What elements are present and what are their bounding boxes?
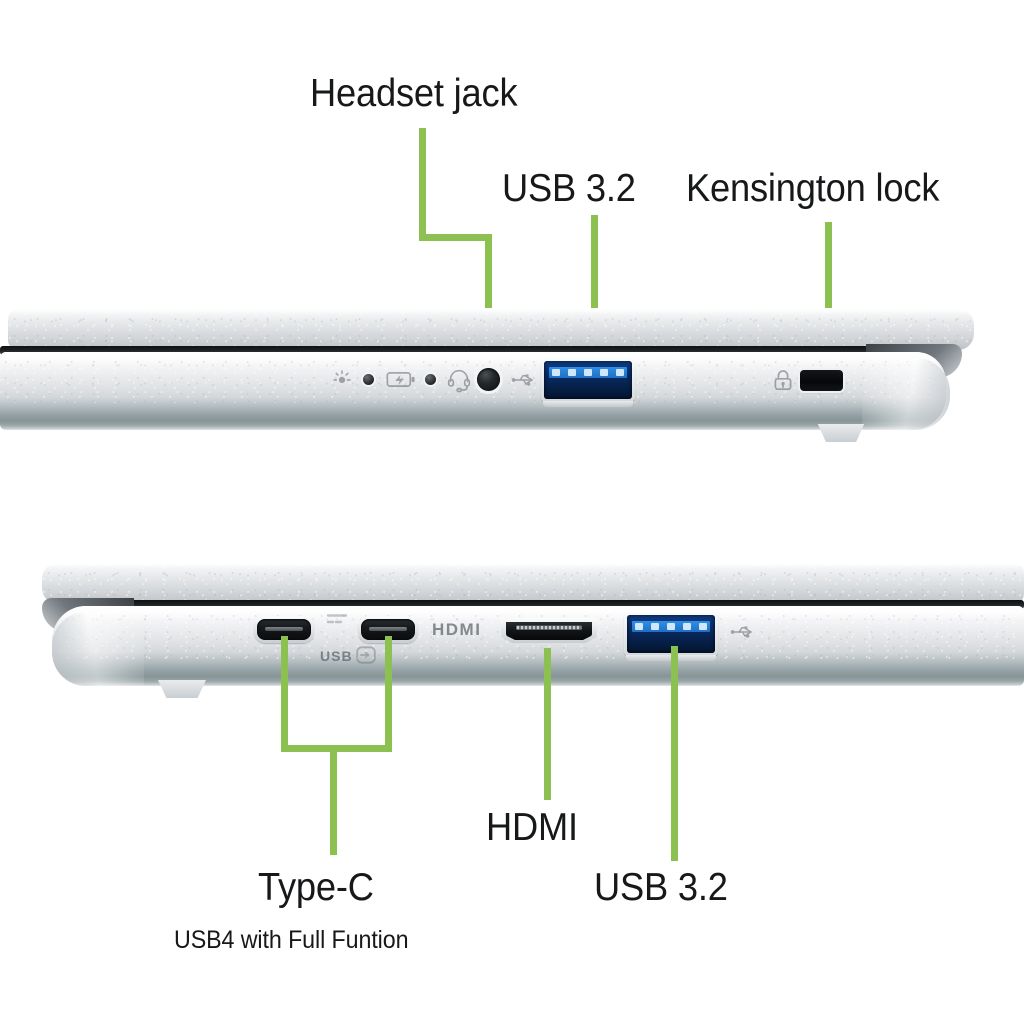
usb-a-port[interactable] bbox=[541, 358, 635, 407]
usb-c-dash-mark bbox=[324, 612, 350, 626]
usb-a-pins-2 bbox=[634, 622, 708, 631]
base-sheen bbox=[0, 352, 946, 366]
usb-c-tongue-2 bbox=[368, 626, 408, 632]
headset-jack-port[interactable] bbox=[477, 368, 500, 391]
callout-label-headset-jack: Headset jack bbox=[310, 72, 518, 115]
usb-c-tongue-1 bbox=[264, 626, 304, 632]
laptop-base-bottom bbox=[52, 606, 1024, 686]
rubber-foot-bottom-view bbox=[158, 680, 206, 698]
power-status-led bbox=[363, 374, 374, 385]
leader-typec-stem-left bbox=[281, 636, 288, 752]
leader-usb32-bottom bbox=[671, 646, 678, 861]
callout-label-type-c: Type-C bbox=[258, 866, 374, 909]
hdmi-port-label: HDMI bbox=[432, 620, 482, 639]
hdmi-port[interactable] bbox=[498, 614, 600, 646]
callout-sublabel-type-c: USB4 with Full Funtion bbox=[174, 926, 409, 954]
leader-headset-horizontal bbox=[419, 234, 492, 241]
battery-charge-icon bbox=[386, 370, 416, 389]
usb-a-pins bbox=[551, 368, 625, 377]
power-led-icon bbox=[331, 368, 353, 390]
lid-texture-2 bbox=[42, 562, 1024, 604]
usb-c-cavity-2 bbox=[361, 619, 415, 640]
laptop-base-top bbox=[0, 352, 946, 430]
base-right-cap bbox=[862, 358, 950, 430]
callout-label-usb-32-bottom: USB 3.2 bbox=[594, 866, 728, 909]
base-left-cap bbox=[52, 612, 144, 686]
hinge-gap-2 bbox=[58, 600, 1024, 609]
laptop-left-side-view: USB HDMI bbox=[24, 556, 1024, 706]
leader-hdmi bbox=[544, 648, 551, 800]
usb-c-cavity-1 bbox=[257, 619, 311, 640]
lid-highlight bbox=[8, 308, 974, 313]
callout-label-usb-32-top: USB 3.2 bbox=[502, 167, 636, 210]
usb-a-cavity bbox=[544, 361, 632, 399]
lid-highlight-2 bbox=[42, 562, 1024, 567]
rubber-foot-top-view bbox=[817, 424, 865, 442]
leader-headset-vertical-upper bbox=[419, 128, 426, 241]
usb-c-port-1[interactable] bbox=[254, 616, 314, 643]
hinge-gap bbox=[0, 346, 952, 355]
base-texture bbox=[0, 352, 946, 404]
lock-icon bbox=[772, 368, 794, 392]
kensington-slot[interactable] bbox=[800, 370, 843, 391]
usb-c-logo-text: USB bbox=[320, 648, 353, 664]
callout-label-kensington-lock: Kensington lock bbox=[686, 167, 940, 210]
lid-texture bbox=[8, 308, 974, 350]
usb-c-port-2[interactable] bbox=[358, 616, 418, 643]
battery-status-led bbox=[425, 374, 436, 385]
laptop-lid-bottom bbox=[42, 562, 1024, 604]
leader-typec-stem-down bbox=[330, 745, 337, 855]
usb-a-lower-lip bbox=[543, 401, 633, 407]
laptop-lid-top bbox=[8, 308, 974, 350]
callout-label-hdmi: HDMI bbox=[486, 806, 578, 849]
usb-superspeed-logo-icon bbox=[355, 644, 377, 666]
usb-icon bbox=[511, 372, 539, 388]
leader-usb32-top bbox=[591, 215, 598, 385]
leader-kensington bbox=[825, 222, 832, 382]
headset-icon bbox=[446, 367, 472, 393]
leader-typec-stem-right bbox=[385, 636, 392, 752]
laptop-right-side-view bbox=[0, 300, 1000, 445]
usb-icon-2 bbox=[730, 624, 758, 640]
